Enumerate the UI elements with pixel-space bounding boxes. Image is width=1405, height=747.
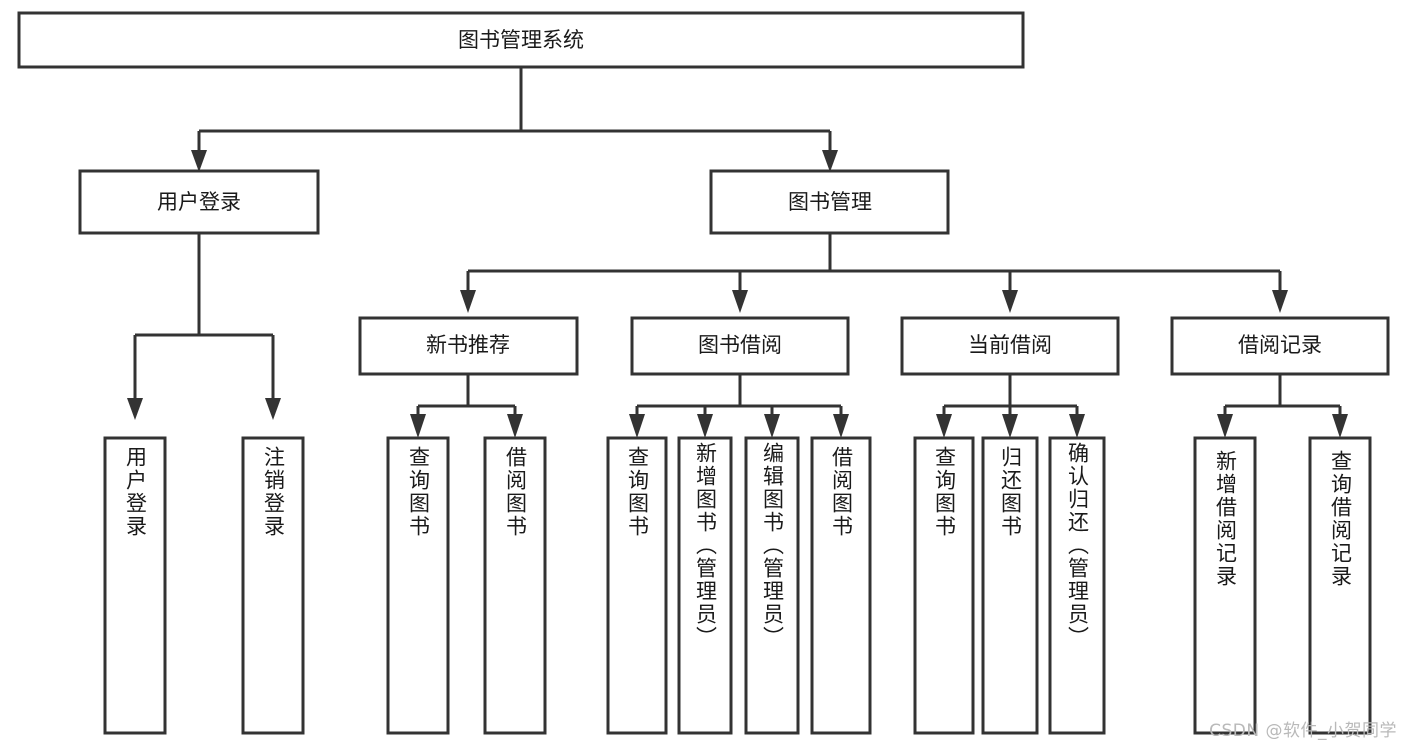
leaf-box-records-query[interactable] bbox=[1308, 436, 1372, 735]
arrowhead-borrow-records bbox=[1272, 290, 1288, 313]
node-root-box[interactable] bbox=[17, 11, 1025, 69]
arrowhead-records-query bbox=[1332, 414, 1348, 438]
node-new-book-recommend-label: 新书推荐 bbox=[426, 333, 510, 357]
leaf-box-borrow-query-book[interactable] bbox=[606, 436, 668, 735]
node-book-management-label: 图书管理 bbox=[788, 190, 872, 214]
node-new-book-recommend-box[interactable] bbox=[358, 316, 579, 376]
node-borrow-records-box[interactable] bbox=[1170, 316, 1390, 376]
arrowhead-borrow-add bbox=[697, 414, 713, 438]
node-book-management-box[interactable] bbox=[709, 169, 950, 235]
node-current-borrow-box[interactable] bbox=[900, 316, 1120, 376]
node-borrow-records-label: 借阅记录 bbox=[1238, 333, 1322, 357]
leaf-box-current-return-book[interactable] bbox=[981, 436, 1039, 735]
arrowhead-current-borrow bbox=[1002, 290, 1018, 313]
arrowhead-current-confirm bbox=[1069, 414, 1085, 438]
leaf-box-recommend-borrow-book[interactable] bbox=[483, 436, 547, 735]
leaf-box-user-login[interactable] bbox=[103, 436, 167, 735]
leaf-box-records-add[interactable] bbox=[1193, 436, 1257, 735]
leaf-box-borrow-lend-book[interactable] bbox=[810, 436, 872, 735]
node-book-borrow-label: 图书借阅 bbox=[698, 333, 782, 357]
arrowhead-book-mgmt bbox=[822, 150, 838, 172]
arrowhead-book-borrow bbox=[732, 290, 748, 313]
arrowhead-leaf-user-login bbox=[127, 398, 143, 420]
leaf-box-recommend-query-book[interactable] bbox=[386, 436, 450, 735]
arrowhead-borrow-lend bbox=[833, 414, 849, 438]
arrowhead-leaf-logout bbox=[265, 398, 281, 420]
leaf-box-logout[interactable] bbox=[241, 436, 305, 735]
arrowhead-borrow-query bbox=[629, 414, 645, 438]
arrowhead-current-query bbox=[936, 414, 952, 438]
arrowhead-current-return bbox=[1002, 414, 1018, 438]
node-user-login-label: 用户登录 bbox=[157, 190, 241, 214]
leaf-box-current-confirm-return[interactable] bbox=[1048, 436, 1106, 735]
arrowhead-recommend-borrow bbox=[507, 414, 523, 438]
arrowhead-new-book-recommend bbox=[460, 290, 476, 313]
leaf-box-borrow-add-book[interactable] bbox=[677, 436, 733, 735]
arrowhead-records-add bbox=[1217, 414, 1233, 438]
node-root-label: 图书管理系统 bbox=[458, 28, 584, 52]
arrowhead-recommend-query bbox=[410, 414, 426, 438]
arrowhead-user-login bbox=[191, 150, 207, 172]
arrowhead-borrow-edit bbox=[764, 414, 780, 438]
leaf-box-current-query-book[interactable] bbox=[913, 436, 975, 735]
leaf-box-borrow-edit-book[interactable] bbox=[744, 436, 800, 735]
node-current-borrow-label: 当前借阅 bbox=[968, 333, 1052, 357]
node-book-borrow-box[interactable] bbox=[630, 316, 850, 376]
csdn-watermark: CSDN @软件_小贺同学 bbox=[1209, 721, 1397, 741]
